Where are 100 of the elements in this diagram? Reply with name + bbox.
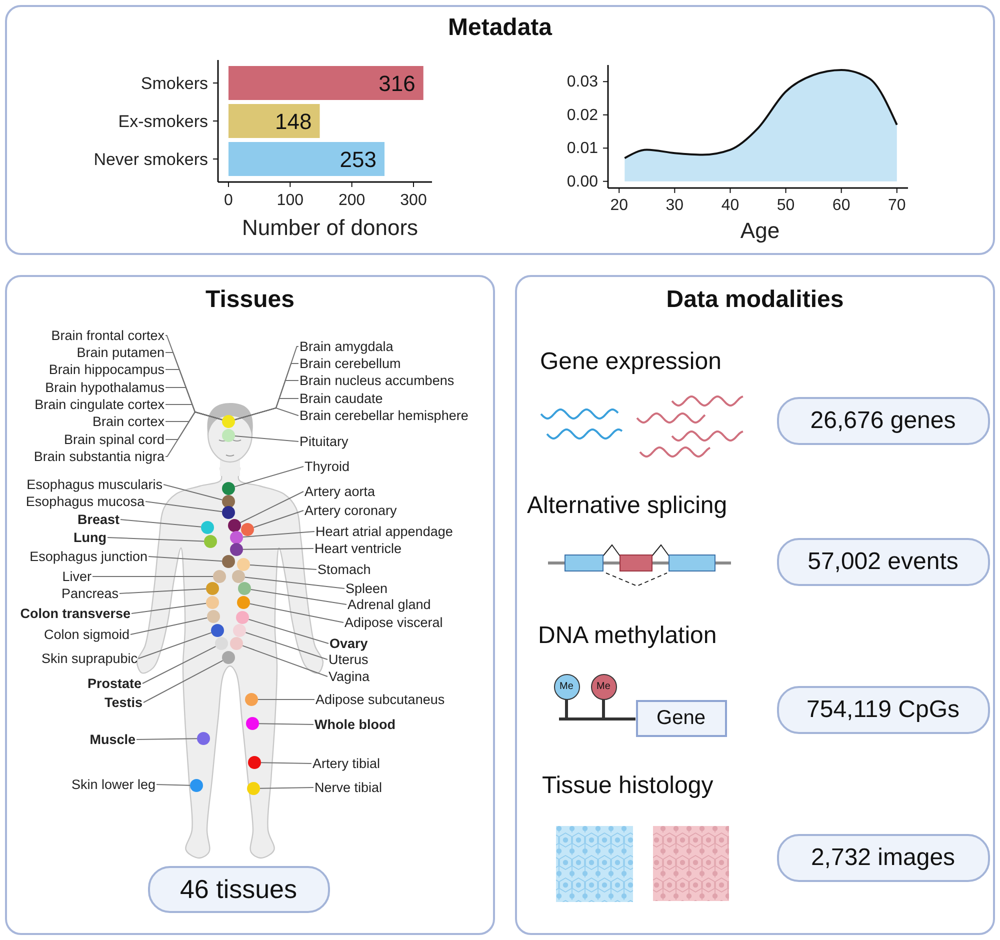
tissue-label: Adipose visceral xyxy=(344,614,443,630)
leader-line xyxy=(234,407,299,420)
tissue-label: Esophagus muscularis xyxy=(26,476,162,492)
gene-box: Gene xyxy=(636,700,726,736)
panel-title: Tissues xyxy=(206,286,294,314)
leader-line xyxy=(258,723,314,725)
leader-line xyxy=(249,603,344,623)
tissue-label: Heart ventricle xyxy=(314,540,402,556)
tissue-label: Brain putamen xyxy=(76,344,164,360)
leader-line xyxy=(120,519,202,528)
leader-line xyxy=(156,784,190,786)
tissue-label: Lung xyxy=(74,530,106,546)
leader-line xyxy=(253,510,304,528)
value-label: 148 xyxy=(274,108,312,134)
leader-line xyxy=(248,618,329,644)
tick-label: 70 xyxy=(888,196,906,214)
tissue-label: Vagina xyxy=(328,668,370,684)
tissue-label: Adipose subcutaneus xyxy=(316,692,445,708)
tissue-label: Brain substantia nigra xyxy=(34,448,164,464)
axis-title: Number of donors xyxy=(241,214,418,240)
tissue-label: Uterus xyxy=(328,652,368,668)
tissue-label: Nerve tibial xyxy=(314,780,382,796)
connector-line xyxy=(602,700,636,720)
tissue-label: Brain frontal cortex xyxy=(51,328,164,344)
leader-line xyxy=(92,576,214,577)
tissue-label: Brain cingulate cortex xyxy=(34,396,164,412)
tissue-label: Artery coronary xyxy=(304,502,397,518)
leader-line xyxy=(234,436,299,442)
tick-label: 50 xyxy=(776,196,794,214)
tissue-label: Brain cortex xyxy=(92,414,164,430)
tissue-label: Brain caudate xyxy=(300,390,383,406)
tissue-label: Pituitary xyxy=(300,434,348,450)
tick-label: 0.00 xyxy=(566,172,598,190)
tissue-label: Colon sigmoid xyxy=(44,626,130,642)
tick-label: 40 xyxy=(720,196,739,214)
tissue-label: Adrenal gland xyxy=(348,596,431,612)
leader-line xyxy=(142,646,216,684)
panel-card xyxy=(5,275,495,935)
tick-label: 0.02 xyxy=(566,106,598,124)
leader-line xyxy=(242,548,314,550)
tissue-label: Liver xyxy=(62,568,92,584)
tick-label: 300 xyxy=(400,192,426,208)
leader-line xyxy=(107,537,204,542)
value-label: 253 xyxy=(339,146,376,172)
leader-line xyxy=(260,787,314,789)
category-label: Ex-smokers xyxy=(118,112,208,130)
tissue-label: Heart atrial appendage xyxy=(316,524,453,540)
modality-heading: Alternative splicing xyxy=(527,492,728,520)
count-pill: 46 tissues xyxy=(148,866,330,912)
panel-card xyxy=(515,275,995,935)
tissue-label: Pancreas xyxy=(61,586,118,602)
leader-line xyxy=(260,762,312,764)
tissue-label: Muscle xyxy=(90,732,136,748)
tissue-label: Testis xyxy=(104,694,142,710)
count-pill: 26,676 genes xyxy=(776,396,990,444)
leader-line xyxy=(242,531,315,538)
tick-label: 100 xyxy=(276,192,303,208)
panel-title: Metadata xyxy=(448,14,552,42)
tick-label: 0.03 xyxy=(566,73,598,90)
tissue-label: Esophagus junction xyxy=(30,548,148,564)
tissue-label: Thyroid xyxy=(304,458,350,474)
count-pill: 57,002 events xyxy=(776,538,990,586)
tissue-label: Brain nucleus accumbens xyxy=(300,372,454,388)
methyl-group-circle: Me xyxy=(554,674,580,700)
tick-label: 0.01 xyxy=(566,140,598,157)
leader-line xyxy=(249,564,317,570)
tissue-label: Spleen xyxy=(346,580,388,596)
category-label: Never smokers xyxy=(93,150,208,168)
leader-line xyxy=(163,484,223,500)
modality-heading: Tissue histology xyxy=(542,772,714,800)
leader-line xyxy=(242,645,328,677)
tissue-dot xyxy=(247,782,260,795)
tissue-label: Artery tibial xyxy=(312,756,380,772)
leader-line xyxy=(165,411,223,457)
tick-label: 30 xyxy=(665,196,684,214)
leader-line xyxy=(143,660,224,703)
leader-line xyxy=(145,501,223,512)
count-pill: 2,732 images xyxy=(776,834,990,882)
category-label: Smokers xyxy=(140,74,208,92)
modality-heading: DNA methylation xyxy=(538,622,717,650)
leader-line xyxy=(234,466,304,488)
tissue-label: Breast xyxy=(77,512,120,528)
tissue-label: Prostate xyxy=(87,676,142,692)
tissue-label: Artery aorta xyxy=(304,484,376,500)
panel-card xyxy=(5,5,995,255)
leader-line xyxy=(138,632,212,659)
tick-label: 0 xyxy=(224,192,232,208)
tissue-label: Esophagus mucosa xyxy=(26,494,144,510)
leader-line xyxy=(244,576,345,589)
tissue-label: Ovary xyxy=(330,636,368,652)
tick-label: 20 xyxy=(610,196,628,214)
leader-line xyxy=(136,738,198,740)
methyl-group-circle: Me xyxy=(590,674,616,700)
tissue-label: Brain cerebellum xyxy=(300,356,401,372)
leader-line xyxy=(131,602,207,614)
tissue-label: Stomach xyxy=(318,562,371,578)
axis-title: Age xyxy=(740,218,780,242)
tissue-label: Skin suprapubic xyxy=(41,650,138,666)
tick-label: 200 xyxy=(338,192,365,208)
tissue-label: Brain hypothalamus xyxy=(45,380,164,396)
